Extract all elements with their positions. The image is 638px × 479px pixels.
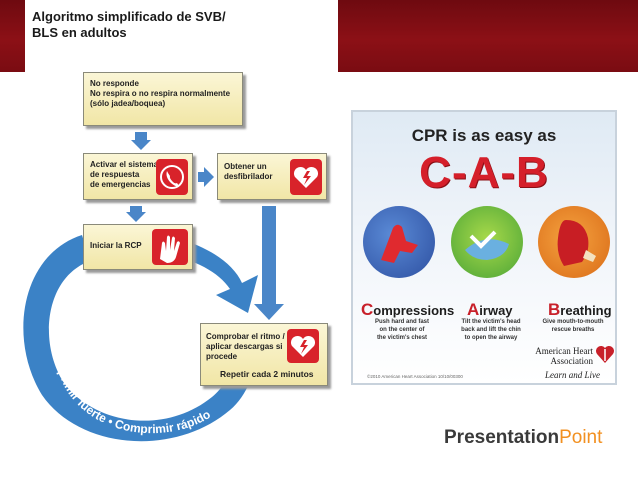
arrow-head-right (204, 167, 214, 187)
title-line-1: Algoritmo simplificado de SVB/ (32, 9, 226, 24)
aha-heart-icon (595, 343, 615, 370)
compressions-label: Compressions (361, 300, 455, 319)
arrow-head-1 (131, 140, 151, 150)
presentationpoint-logo: PresentationPoint (444, 427, 602, 449)
title-line-2: BLS en adultos (32, 25, 127, 40)
obtener-line-2: desfibrilador (224, 172, 273, 181)
compressions-image (363, 206, 435, 278)
poster-acronym: C-A-B (419, 148, 549, 197)
box-no-responde: No responde No respira o no respira norm… (83, 72, 243, 126)
airway-image (451, 206, 523, 278)
arrow-shaft-2 (130, 206, 142, 212)
aha-logo-text: American Heart Association (535, 346, 593, 366)
cycle-text-1: Comprimir fuerte (54, 345, 109, 426)
breathing-image (538, 206, 610, 278)
hands-icon (152, 229, 188, 265)
arrow-shaft-1 (135, 132, 147, 140)
no-responde-line-1: No responde (90, 79, 139, 88)
arrow-shaft-long (262, 206, 276, 306)
cpr-poster: CPR is as easy as C-A-B Compressions Air… (351, 110, 617, 385)
box-activar: Activar el sistema de respuesta de emerg… (83, 153, 193, 200)
poster-copyright: ©2010 American Heart Association 10/10/0… (367, 374, 463, 379)
comprobar-line-1: Comprobar el ritmo / (206, 332, 285, 341)
box-iniciar: Iniciar la RCP (83, 224, 193, 270)
defibrillator-heart-icon (287, 329, 319, 363)
no-responde-line-3: (sólo jadea/boquea) (90, 99, 166, 108)
comprobar-line-3: procede (206, 352, 238, 361)
iniciar-label: Iniciar la RCP (90, 241, 142, 250)
defibrillator-heart-icon (290, 159, 322, 195)
arrow-head-2 (126, 212, 146, 222)
no-responde-line-2: No respira o no respira normalmente (90, 89, 231, 98)
arrow-head-long (254, 304, 284, 320)
repetir-label: Repetir cada 2 minutos (220, 369, 314, 379)
aha-tagline: Learn and Live (545, 370, 600, 380)
cycle-text-2: Comprimir rápido (113, 407, 213, 436)
brand-light: Point (559, 427, 603, 448)
breathing-label: Breathing (548, 300, 612, 319)
comprobar-line-2: aplicar descargas si (206, 342, 283, 351)
compressions-desc: Push hard and fast on the center of the … (374, 319, 429, 341)
box-comprobar: Comprobar el ritmo / aplicar descargas s… (200, 323, 328, 386)
breathing-desc: Give mouth-to-mouth rescue breaths (542, 319, 604, 333)
activar-line-1: Activar el sistema (90, 160, 159, 169)
slide-title: Algoritmo simplificado de SVB/ BLS en ad… (32, 9, 332, 41)
brand-bold: Presentation (444, 427, 560, 448)
phone-icon (156, 159, 188, 195)
obtener-line-1: Obtener un (224, 162, 267, 171)
box-obtener: Obtener un desfibrilador (217, 153, 327, 200)
activar-line-3: de emergencias (90, 180, 151, 189)
poster-heading: CPR is as easy as (411, 126, 557, 145)
svg-text:Comprimir fuerte •: Comprimir fuerte • Comprimir rápido (54, 345, 213, 436)
arrow-shaft-right (198, 172, 204, 182)
activar-line-2: de respuesta (90, 170, 140, 179)
airway-label: Airway (467, 300, 513, 319)
cycle-text: Comprimir fuerte • Comprimir rápido (54, 345, 213, 436)
airway-desc: Tilt the victim's head back and lift the… (461, 319, 521, 341)
